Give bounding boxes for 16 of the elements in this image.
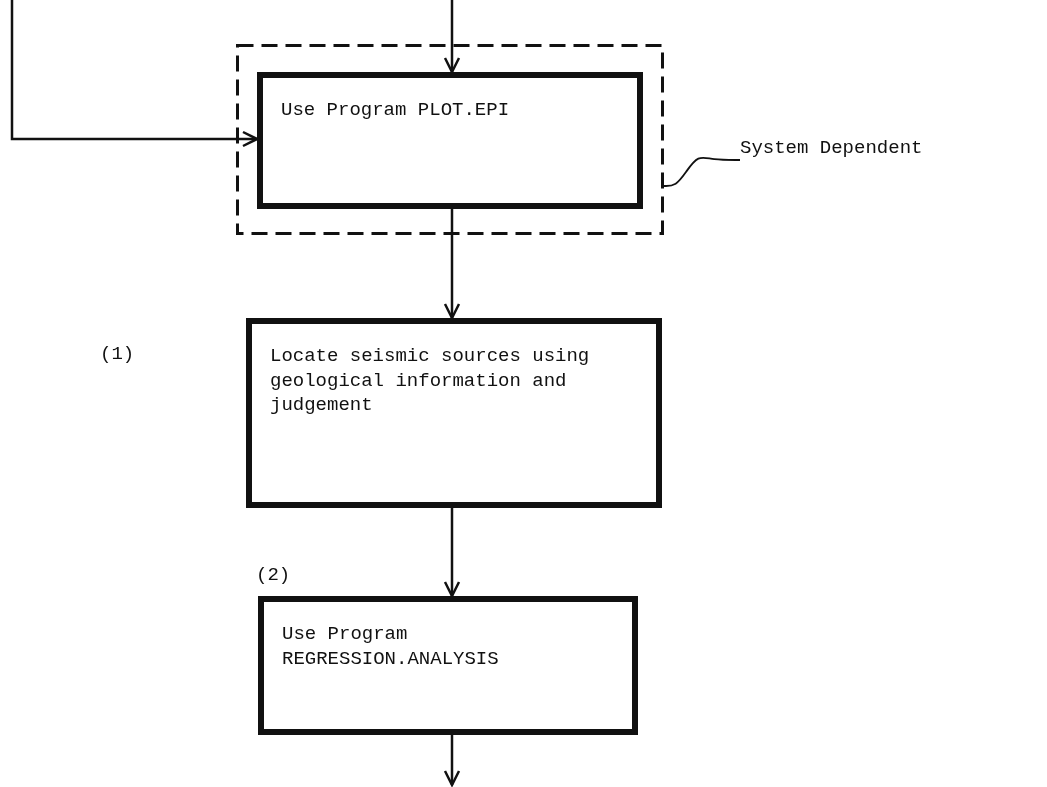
arrow [443,508,461,598]
annotation-text: System Dependent [740,136,924,161]
arrow [443,209,461,320]
dashed-boundary [236,44,664,235]
box-text: Locate seismic sources using geological information and judgement [270,344,591,419]
step-number: (2) [256,564,291,586]
process-box [258,596,638,735]
arrow [443,0,461,74]
box-text: Use Program REGRESSION.ANALYSIS [282,622,500,672]
box-text: Use Program PLOT.EPI [281,98,511,123]
arrow [10,0,259,148]
process-box [246,318,662,508]
step-number: (1) [100,343,135,365]
arrow [443,735,461,787]
process-box [257,72,643,209]
leader-line [663,156,741,187]
